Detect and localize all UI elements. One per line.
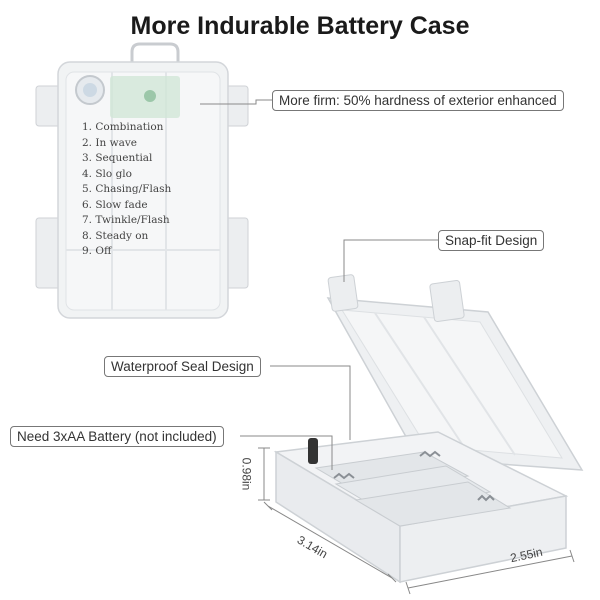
battery-requirement-callout: Need 3xAA Battery (not included) <box>10 426 224 447</box>
lighting-modes-list: 1. Combination 2. In wave 3. Sequential … <box>82 120 171 260</box>
mode-item: 4. Slo glo <box>82 167 132 180</box>
mode-item: 2. In wave <box>82 136 137 149</box>
mode-item: 5. Chasing/Flash <box>82 183 172 195</box>
mode-item: 6. Slow fade <box>82 198 148 211</box>
mode-item: 8. Steady on <box>82 229 149 242</box>
height-dimension-label: 0.98in <box>239 457 254 491</box>
waterproof-seal-callout: Waterproof Seal Design <box>104 356 261 377</box>
mode-item: 3. Sequential <box>82 152 153 164</box>
firm-callout: More firm: 50% hardness of exterior enha… <box>272 90 564 111</box>
leader-lines <box>200 99 438 470</box>
mode-item: 1. Combination <box>82 121 164 133</box>
dimension-lines <box>258 447 575 595</box>
open-battery-case <box>273 274 584 584</box>
snap-fit-callout: Snap-fit Design <box>438 230 545 251</box>
closed-battery-case <box>35 42 249 319</box>
page-title: More Indurable Battery Case <box>130 12 470 40</box>
mode-item: 7. Twinkle/Flash <box>82 214 170 226</box>
mode-item: 9. Off <box>82 245 112 257</box>
